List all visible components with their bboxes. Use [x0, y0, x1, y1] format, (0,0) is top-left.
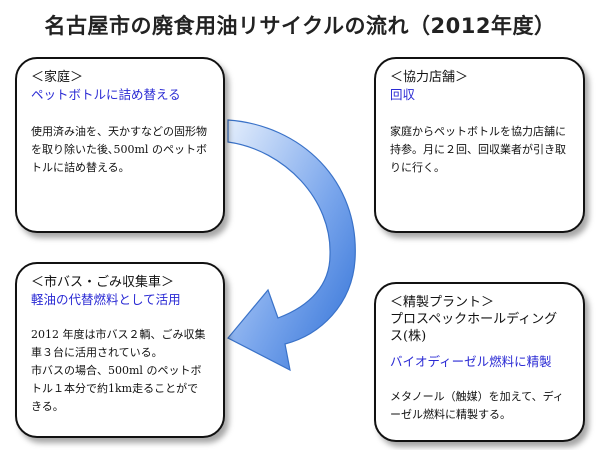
bus-description-line-2: 市バスの場合、500ml のペットボトル１本分で約1km走ることができる。	[31, 364, 202, 413]
bus-subtitle: 軽油の代替燃料として活用	[31, 292, 181, 307]
home-description: 使用済み油を、天かすなどの固形物を取り除いた後､500ml のペットボトルに詰め…	[31, 125, 207, 174]
shop-subtitle: 回収	[390, 87, 416, 102]
bus-heading: ＜市バス・ごみ収集車＞	[31, 275, 175, 290]
bus-description: 2012 年度は市バス２輌、ごみ収集車３台に活用されている。 市バスの場合、50…	[31, 326, 209, 416]
plant-heading: ＜精製プラント＞	[390, 295, 495, 310]
home-heading: ＜家庭＞	[31, 70, 84, 85]
plant-box: ＜精製プラント＞ プロスペックホールディングス(株) バイオディーゼル燃料に精製…	[374, 282, 585, 442]
shop-box: ＜協力店舗＞ 回収 家庭からペットボトルを協力店舗に持参。月に２回、回収業者が引…	[374, 57, 585, 233]
plant-company: プロスペックホールディングス(株)	[390, 312, 558, 344]
page-title: 名古屋市の廃食用油リサイクルの流れ（2012年度）	[44, 14, 556, 38]
home-box: ＜家庭＞ ペットボトルに詰め替える 使用済み油を、天かすなどの固形物を取り除いた…	[15, 57, 225, 233]
plant-description: メタノール（触媒）を加えて、ディーゼル燃料に精製する。	[390, 390, 564, 421]
home-subtitle: ペットボトルに詰め替える	[31, 87, 181, 102]
plant-subtitle: バイオディーゼル燃料に精製	[390, 354, 552, 369]
bus-description-line-1: 2012 年度は市バス２輌、ごみ収集車３台に活用されている。	[31, 328, 206, 359]
shop-heading: ＜協力店舗＞	[390, 70, 469, 85]
shop-description: 家庭からペットボトルを協力店舗に持参。月に２回、回収業者が引き取りに行く。	[390, 125, 566, 174]
bus-box: ＜市バス・ごみ収集車＞ 軽油の代替燃料として活用 2012 年度は市バス２輌、ご…	[15, 262, 225, 438]
